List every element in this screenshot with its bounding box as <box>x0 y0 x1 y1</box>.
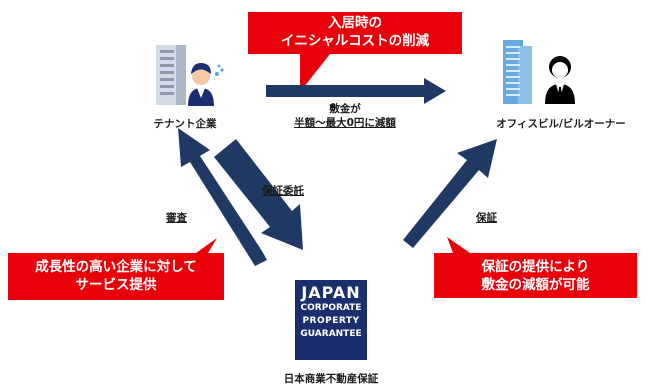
screening-label: 審査 <box>166 212 187 224</box>
callout-right-line2: 敷金の減額が可能 <box>481 277 590 293</box>
guarantor-logo: JAPAN CORPORATE PROPERTY GUARANTEE <box>295 284 367 341</box>
guarantee-request-label: 保証委託 <box>262 185 304 197</box>
callout-left-line1: 成長性の高い企業に対して <box>35 259 197 275</box>
guarantor-logo-box <box>295 280 367 360</box>
arrow-tenant-to-guarantor <box>214 139 303 250</box>
callout-right: 保証の提供により 敷金の減額が可能 <box>434 258 637 294</box>
callout-left-shape <box>8 238 224 300</box>
callout-top-line2: イニシャルコストの削減 <box>280 33 430 49</box>
owner-person-icon <box>545 56 575 104</box>
deposit-label-line2: 半額～最大0円に減額 <box>294 117 396 129</box>
logo-line-japan: JAPAN <box>301 283 361 302</box>
callout-left-line2: サービス提供 <box>75 277 157 293</box>
callout-top: 入居時の イニシャルコストの削減 <box>248 14 462 50</box>
tenant-person-icon <box>188 63 224 106</box>
logo-line-property: PROPERTY <box>302 316 360 326</box>
deposit-label-line1: 敷金が <box>329 103 361 115</box>
tenant-label: テナント企業 <box>153 118 217 130</box>
callout-top-shape <box>248 12 462 92</box>
callout-right-line1: 保証の提供により <box>481 259 590 275</box>
arrow-guarantor-to-tenant <box>178 128 267 266</box>
guarantor-label: 日本商業不動産保証 <box>283 373 379 385</box>
callout-top-line1: 入居時の <box>328 15 382 31</box>
logo-line-corporate: CORPORATE <box>300 303 362 313</box>
callout-right-shape <box>434 237 637 298</box>
tenant-building-icon <box>156 45 186 105</box>
callout-left: 成長性の高い企業に対して サービス提供 <box>8 258 224 294</box>
owner-building-icon <box>503 40 532 104</box>
logo-line-guarantee: GUARANTEE <box>300 329 362 339</box>
owner-label: オフィスビル/ビルオーナー <box>496 118 626 130</box>
arrow-guarantor-to-owner <box>403 139 497 248</box>
guarantee-label: 保証 <box>476 212 497 224</box>
deposit-label: 敷金が 半額～最大0円に減額 <box>270 102 420 130</box>
arrow-tenant-to-owner <box>266 78 446 104</box>
